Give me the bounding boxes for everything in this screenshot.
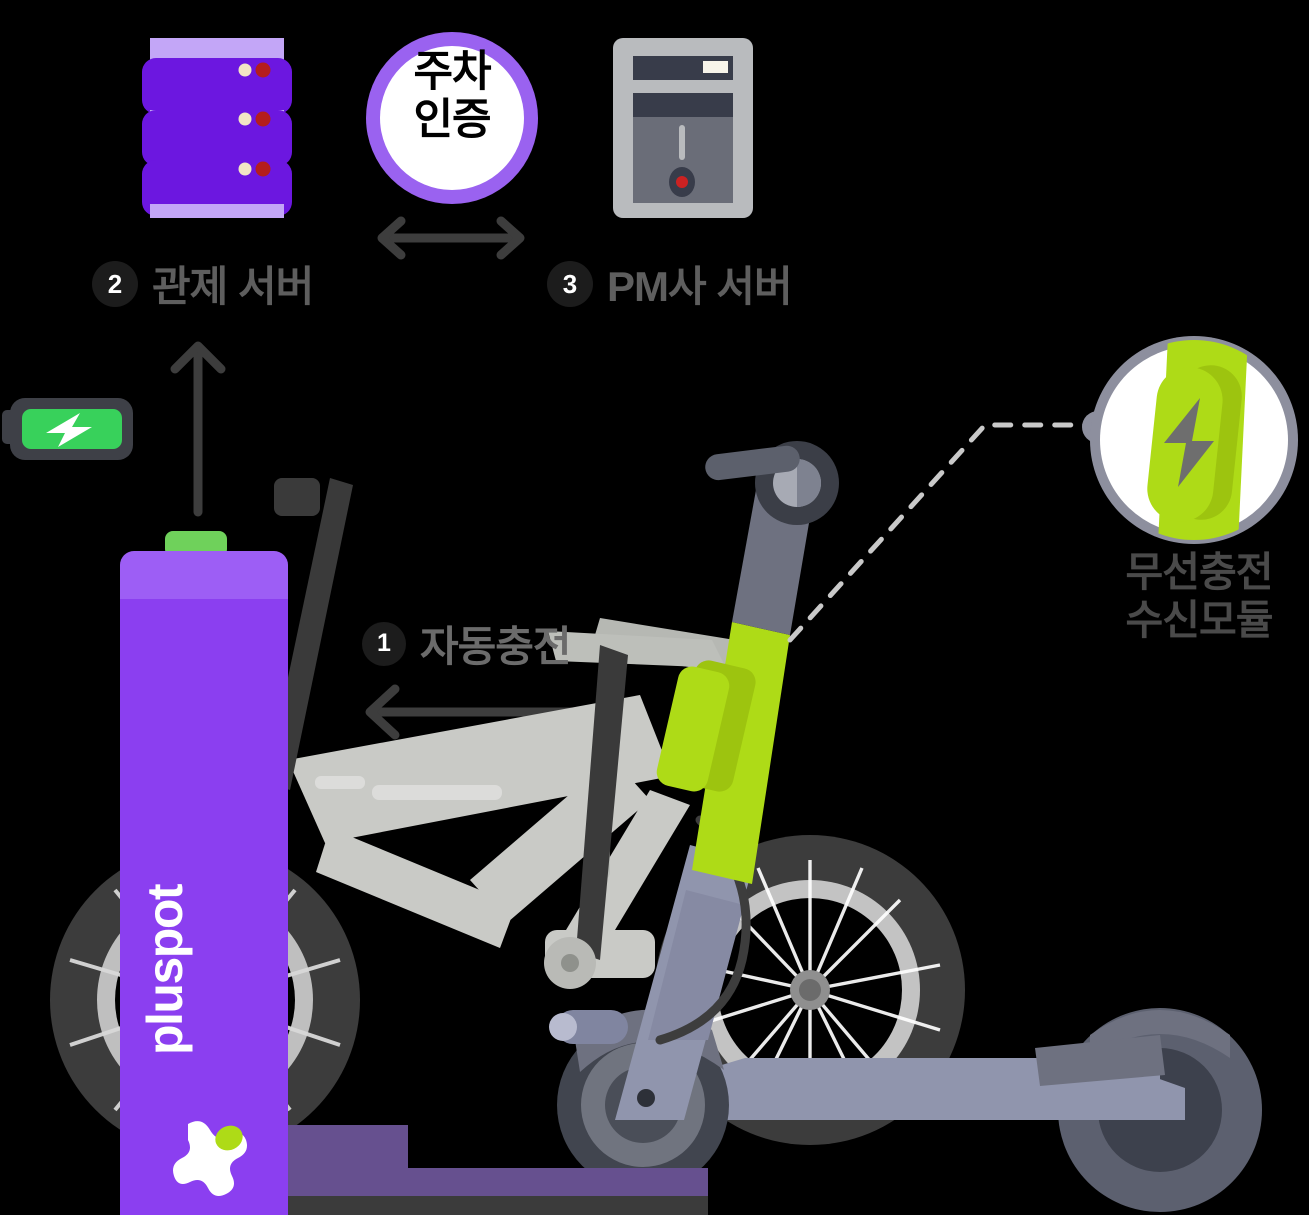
step-1-number: 1	[362, 621, 406, 666]
step-3-label: PM사 서버	[607, 263, 793, 310]
parking-verification-badge-graphic	[366, 32, 538, 204]
callout-line-2: 수신모듈	[1125, 597, 1274, 644]
battery-charging-icon-graphic	[2, 398, 133, 460]
step-2-control-server: 2 관제 서버	[92, 253, 314, 314]
callout-line-1: 무선충전	[1125, 549, 1274, 595]
pluspot-wordmark: pluspot	[137, 884, 193, 1055]
arrow-station-to-control-server	[170, 341, 226, 517]
control-server-rack-graphic	[142, 38, 292, 218]
wireless-charging-callout-graphic	[1082, 336, 1298, 544]
step-1-label: 자동충전	[420, 623, 572, 670]
wireless-charging-callout-label: 무선충전 수신모듈	[1099, 548, 1299, 645]
step-2-number: 2	[92, 260, 138, 307]
kick-scooter	[549, 441, 1262, 1212]
leader-line-to-callout	[787, 422, 1103, 643]
pluspot-logo-mark	[173, 1121, 247, 1196]
step-3-number: 3	[547, 260, 593, 307]
arrow-server-to-server	[377, 216, 525, 260]
pluspot-charging-pillar-graphic	[120, 531, 288, 1215]
step-1-auto-charging: 1 자동충전	[362, 613, 572, 674]
pm-server-tower-graphic	[613, 38, 753, 218]
pluspot-station-base	[278, 1125, 708, 1215]
step-2-label: 관제 서버	[152, 263, 314, 310]
step-3-pm-server: 3 PM사 서버	[547, 253, 793, 314]
